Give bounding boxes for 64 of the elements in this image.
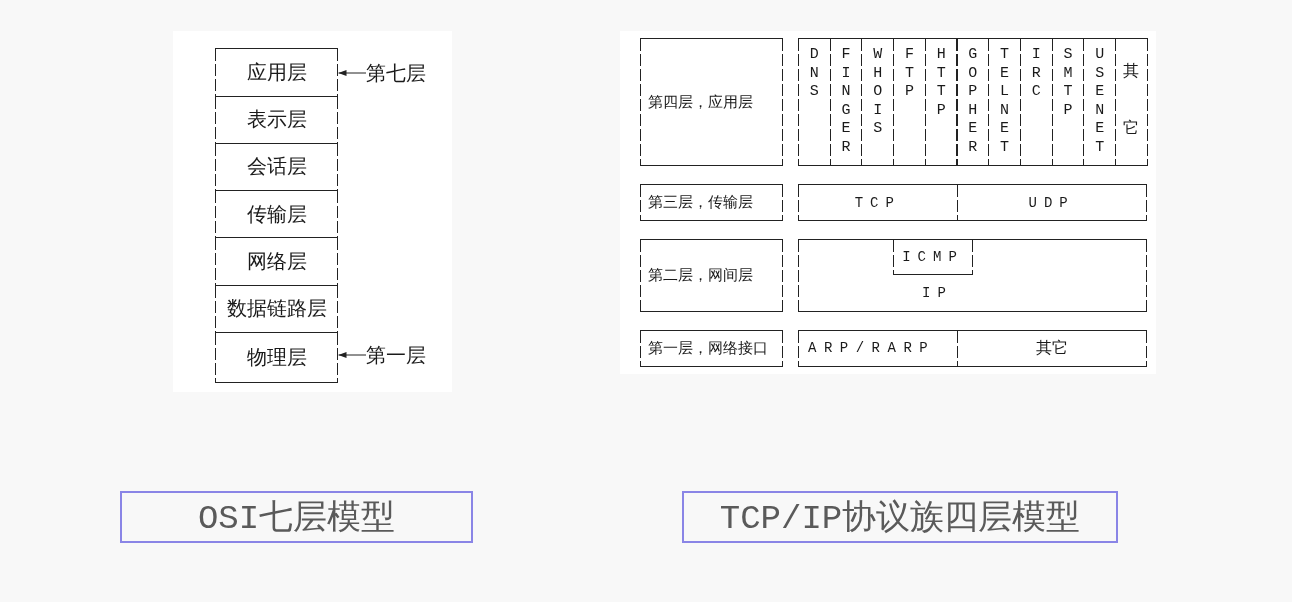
protocol-name: UDP	[1028, 194, 1075, 211]
protocol-name: FINGER	[841, 46, 851, 157]
protocol-column	[1051, 38, 1085, 166]
layer-name: 传输层	[246, 200, 307, 228]
protocol-name: IP	[922, 285, 953, 301]
layer-name: 会话层	[246, 153, 307, 181]
layer-name: 第一层，网络接口	[648, 338, 768, 358]
protocol-name: FTP	[904, 46, 914, 102]
layer-number-label: 第一层	[366, 343, 432, 367]
protocol-column	[924, 38, 958, 166]
caption-box	[682, 491, 1118, 543]
protocol-name: DNS	[809, 46, 819, 102]
protocol-name: 其它	[1035, 337, 1068, 359]
layer-box	[215, 284, 338, 333]
protocol-box	[956, 329, 1147, 367]
protocol-name: TELNET	[1000, 46, 1010, 157]
protocol-box	[798, 329, 958, 367]
layer-name: 第四层，应用层	[648, 92, 753, 112]
layer-box	[640, 184, 783, 221]
protocol-name: ARP/RARP	[808, 340, 936, 356]
layer-box	[215, 331, 338, 383]
protocol-column	[798, 38, 831, 166]
protocol-name: HTTP	[936, 46, 946, 120]
protocol-column	[861, 38, 895, 166]
protocol-name: IRC	[1031, 46, 1041, 102]
layer-box	[215, 237, 338, 286]
protocol-name: ICMP	[902, 248, 964, 265]
protocol-column	[893, 38, 926, 166]
caption-text: OSI七层模型	[197, 499, 396, 540]
layer-name: 网络层	[246, 247, 307, 275]
protocol-box	[956, 184, 1147, 221]
layer-box	[215, 190, 338, 238]
pointer-arrow	[338, 70, 367, 76]
protocol-name: GOPHER	[968, 46, 978, 157]
pointer-arrow	[338, 352, 367, 358]
layer-name: 物理层	[246, 343, 307, 371]
protocol-box	[893, 238, 973, 275]
layer-box	[640, 38, 783, 166]
protocol-box	[798, 184, 958, 221]
protocol-name: USENET	[1095, 46, 1105, 157]
protocol-column	[829, 38, 863, 166]
layer-name: 应用层	[246, 58, 307, 86]
protocol-name: TCP	[854, 194, 901, 211]
protocol-box	[798, 238, 1147, 312]
protocol-name: WHOIS	[873, 46, 883, 139]
layer-number-label: 第七层	[366, 61, 432, 85]
layer-box	[215, 95, 338, 144]
protocol-column	[988, 38, 1021, 166]
layer-box	[215, 48, 338, 97]
layer-name: 第三层，传输层	[648, 193, 753, 212]
layer-box	[640, 329, 783, 367]
layer-name: 数据链路层	[226, 295, 327, 322]
protocol-name: SMTP	[1063, 46, 1073, 120]
layer-name: 表示层	[246, 106, 307, 133]
protocol-column	[1115, 38, 1148, 166]
protocol-column	[1083, 38, 1116, 166]
protocol-column	[956, 38, 990, 166]
caption-text: TCP/IP协议族四层模型	[719, 498, 1081, 540]
protocol-column	[1019, 38, 1053, 166]
layer-box	[215, 142, 338, 191]
protocol-name: 其它	[1123, 62, 1140, 140]
layer-box	[640, 238, 783, 312]
caption-box	[120, 491, 473, 543]
layer-name: 第二层，网间层	[648, 265, 753, 285]
